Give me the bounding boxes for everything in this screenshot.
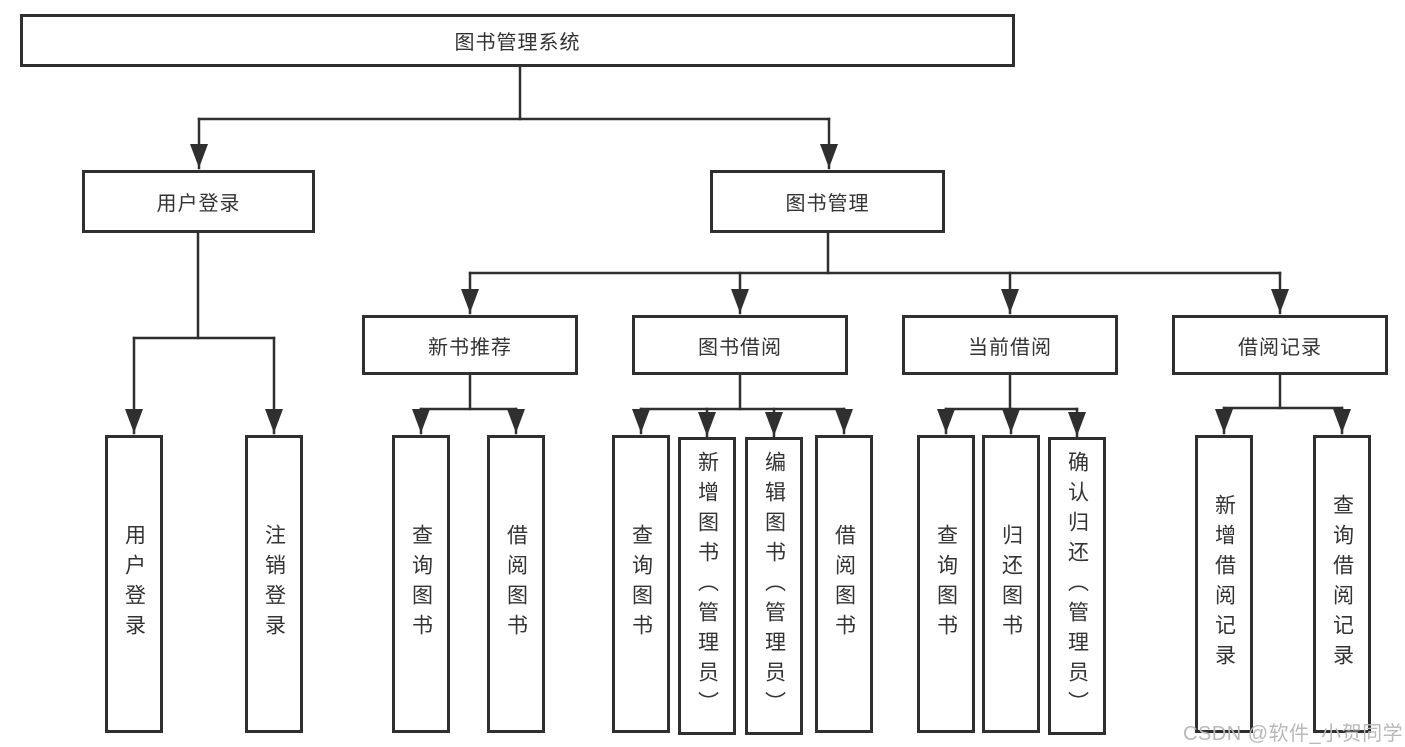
leaf-query-books-borrow: 查询图书 (612, 435, 670, 733)
leaf-label: 新增图书（管理员） (695, 451, 719, 721)
node-book-borrow: 图书借阅 (632, 315, 848, 375)
leaf-label: 查询图书 (934, 524, 958, 644)
node-book-management: 图书管理 (710, 170, 945, 233)
leaf-label: 编辑图书（管理员） (762, 451, 786, 721)
leaf-label: 归还图书 (999, 524, 1023, 644)
csdn-watermark: CSDN @软件_小贺同学 (1183, 723, 1404, 745)
node-current-borrow: 当前借阅 (902, 315, 1118, 375)
node-new-book-recommend: 新书推荐 (362, 315, 578, 375)
leaf-label: 确认归还（管理员） (1065, 451, 1089, 721)
leaf-label: 借阅图书 (504, 524, 528, 644)
leaf-label: 查询图书 (629, 524, 653, 644)
leaf-confirm-return-admin: 确认归还（管理员） (1048, 437, 1106, 735)
leaf-label: 借阅图书 (832, 524, 856, 644)
leaf-borrow-books-recommend: 借阅图书 (487, 435, 545, 733)
node-library-system: 图书管理系统 (20, 14, 1015, 67)
node-user-login: 用户登录 (82, 170, 315, 233)
leaf-add-borrow-record: 新增借阅记录 (1195, 435, 1253, 733)
leaf-label: 新增借阅记录 (1212, 494, 1236, 674)
leaf-label: 查询图书 (409, 524, 433, 644)
leaf-borrow-books: 借阅图书 (815, 435, 873, 733)
leaf-query-books-recommend: 查询图书 (392, 435, 450, 733)
node-borrow-records: 借阅记录 (1172, 315, 1388, 375)
leaf-logout: 注销登录 (245, 435, 303, 733)
leaf-query-borrow-record: 查询借阅记录 (1313, 435, 1371, 733)
leaf-label: 用户登录 (122, 524, 146, 644)
leaf-return-book: 归还图书 (982, 435, 1040, 733)
leaf-query-books-current: 查询图书 (917, 435, 975, 733)
leaf-user-login: 用户登录 (105, 435, 163, 733)
leaf-add-book-admin: 新增图书（管理员） (678, 437, 736, 735)
leaf-label: 查询借阅记录 (1330, 494, 1354, 674)
leaf-label: 注销登录 (262, 524, 286, 644)
leaf-edit-book-admin: 编辑图书（管理员） (745, 437, 803, 735)
